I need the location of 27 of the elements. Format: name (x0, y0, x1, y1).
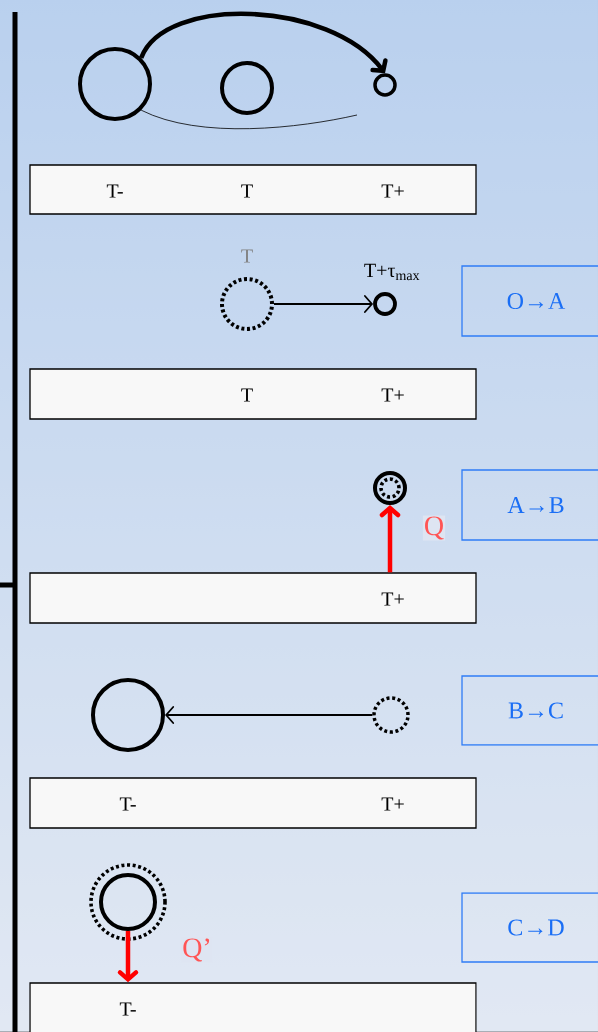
reservoir-bar: T- (29, 982, 477, 1032)
circle-symbol (220, 61, 274, 115)
circle-symbol (78, 47, 152, 121)
circle-symbol (372, 696, 410, 734)
circle-symbol (373, 73, 397, 97)
circle-symbol (89, 863, 167, 941)
edge-label: Q (422, 515, 446, 541)
reservoir-bar: T+ (29, 572, 477, 624)
step-box: A→B (461, 469, 598, 541)
edge-label: Q’ (181, 937, 213, 963)
arrow (273, 295, 374, 313)
arrow (379, 505, 401, 573)
circle-symbol (373, 471, 407, 505)
arrow (117, 931, 139, 983)
circle-label: T+τ$_{max}$ (364, 263, 420, 281)
step-box: C→D (461, 892, 598, 963)
step-box: B→C (461, 675, 598, 746)
circle-symbol (373, 292, 397, 316)
arrow (165, 706, 374, 724)
circle-symbol (220, 277, 274, 331)
circle-symbol (91, 678, 165, 752)
reservoir-bar: T- T+ (29, 777, 477, 829)
reservoir-bar: T T+ (29, 368, 477, 420)
reservoir-bar: T- T T+ (29, 164, 477, 215)
circle-label: T (241, 249, 253, 263)
step-box: O→A (461, 265, 598, 337)
arrow (139, 11, 388, 74)
